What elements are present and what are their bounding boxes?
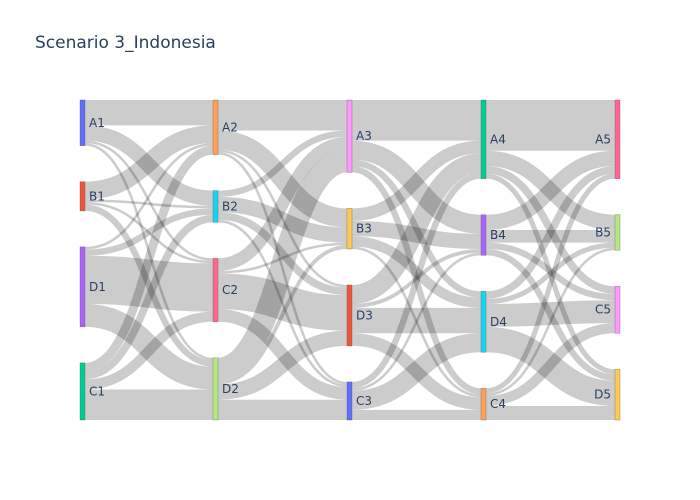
- link-C1-A2: [84, 145, 214, 372]
- link-C4-B5: [485, 247, 616, 396]
- node-B3: [346, 208, 353, 250]
- link-B1-A2: [84, 125, 214, 200]
- link-B3-C4: [351, 246, 482, 398]
- node-label-D2: D2: [222, 382, 239, 396]
- link-D1-B2: [84, 208, 214, 256]
- node-C4: [480, 388, 487, 421]
- node-label-B5: B5: [595, 225, 611, 239]
- link-D3-B4: [351, 248, 482, 308]
- link-A4-C5: [485, 166, 616, 294]
- link-D1-C2: [84, 255, 214, 312]
- link-C2-B3: [217, 242, 348, 274]
- node-A3: [346, 99, 353, 173]
- link-C4-C5: [485, 323, 616, 407]
- link-C2-C3: [217, 309, 348, 400]
- link-A4-B5: [485, 150, 616, 230]
- link-D4-C5: [485, 300, 616, 327]
- link-D3-C4: [351, 333, 482, 410]
- link-B2-C3: [217, 219, 348, 387]
- link-D2-A3: [216, 149, 349, 381]
- node-C2: [212, 258, 219, 323]
- link-C1-B2: [84, 214, 214, 380]
- link-B1-D2: [84, 204, 214, 367]
- node-B1: [79, 181, 86, 212]
- node-label-D3: D3: [356, 308, 373, 322]
- link-B1-B2: [84, 199, 214, 209]
- node-B4: [480, 214, 487, 256]
- node-C1: [79, 362, 86, 421]
- node-A2: [212, 99, 219, 155]
- node-label-B2: B2: [222, 199, 238, 213]
- node-D4: [480, 291, 487, 353]
- link-C2-D3: [217, 273, 348, 331]
- link-B2-B3: [217, 196, 348, 243]
- node-label-A2: A2: [222, 120, 238, 134]
- node-label-A1: A1: [89, 116, 105, 130]
- link-C2-A3: [217, 136, 348, 272]
- link-A2-D3: [217, 149, 348, 288]
- node-A5: [614, 99, 621, 179]
- link-D3-A4: [351, 153, 482, 305]
- node-label-C3: C3: [356, 394, 372, 408]
- link-B1-C2: [84, 202, 214, 264]
- link-D2-D3: [217, 330, 348, 400]
- link-A1-D2: [84, 143, 214, 361]
- node-A1: [79, 99, 86, 146]
- node-label-B3: B3: [356, 222, 372, 236]
- node-label-C4: C4: [490, 397, 506, 411]
- node-label-C2: C2: [222, 283, 238, 297]
- link-A3-B4: [351, 140, 482, 234]
- node-label-D4: D4: [490, 315, 507, 329]
- link-C3-B4: [351, 252, 482, 391]
- node-label-D5: D5: [594, 388, 611, 402]
- link-D1-D2: [84, 304, 214, 390]
- node-label-A4: A4: [490, 132, 506, 146]
- node-D3: [346, 284, 353, 347]
- link-B2-A3: [217, 130, 348, 197]
- node-label-C1: C1: [89, 384, 105, 398]
- node-label-D1: D1: [89, 280, 106, 294]
- node-C5: [614, 286, 621, 334]
- link-C1-C2: [84, 311, 214, 390]
- nodes-layer: [79, 99, 621, 421]
- node-D2: [212, 357, 219, 421]
- link-D1-A2: [84, 143, 214, 250]
- link-B3-B4: [351, 221, 482, 249]
- link-D4-A5: [485, 166, 616, 299]
- link-B3-D4: [351, 236, 482, 308]
- link-B4-D5: [485, 248, 616, 381]
- node-B2: [212, 190, 219, 223]
- links-layer: [84, 99, 616, 421]
- node-D5: [614, 368, 621, 421]
- node-label-C5: C5: [595, 303, 611, 317]
- node-label-A5: A5: [595, 132, 611, 146]
- node-label-A3: A3: [356, 129, 372, 143]
- node-C3: [346, 381, 353, 421]
- link-A2-C3: [217, 152, 348, 385]
- link-B3-A4: [351, 140, 482, 222]
- link-B4-A5: [485, 150, 616, 230]
- link-B4-C5: [485, 242, 616, 301]
- link-A1-C2: [84, 140, 214, 261]
- link-A4-D5: [485, 173, 616, 375]
- link-C3-A4: [351, 172, 482, 389]
- node-label-B4: B4: [490, 228, 506, 242]
- link-D4-B5: [485, 242, 616, 305]
- node-B5: [614, 214, 621, 251]
- link-A1-B2: [84, 125, 214, 206]
- link-A2-B3: [217, 130, 348, 228]
- link-C4-A5: [485, 173, 616, 394]
- node-A4: [480, 99, 487, 179]
- link-D2-B3: [217, 245, 348, 385]
- chart-title: Scenario 3_Indonesia: [35, 33, 216, 53]
- link-D4-D5: [485, 326, 616, 407]
- link-B2-D3: [217, 212, 348, 296]
- node-label-B1: B1: [89, 189, 105, 203]
- link-C3-D4: [351, 333, 482, 410]
- link-A3-C4: [351, 166, 482, 395]
- node-D1: [79, 246, 86, 328]
- link-A3-D4: [351, 159, 482, 298]
